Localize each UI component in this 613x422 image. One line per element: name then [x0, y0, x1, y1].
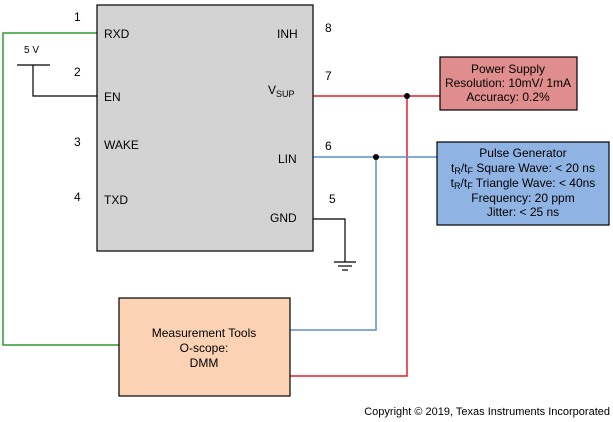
measurement-tools-box: [118, 297, 291, 397]
pin-label-wake: WAKE: [104, 138, 139, 152]
pin-label-en: EN: [104, 90, 121, 104]
pin-number-4: 4: [74, 190, 81, 204]
pin-number-6: 6: [325, 139, 332, 153]
power-supply-accuracy: Accuracy: 0.2%: [466, 90, 550, 104]
pin-label-vsup: VSUP: [268, 83, 295, 99]
pulse-generator-frequency: Frequency: 20 ppm: [471, 191, 574, 205]
red-junction: [404, 93, 410, 99]
pulse-generator-jitter: Jitter: < 25 ns: [487, 205, 559, 219]
power-supply-title: Power Supply: [471, 62, 545, 76]
pin-number-3: 3: [74, 135, 81, 149]
measurement-tools-dmm: DMM: [190, 356, 219, 370]
pin-number-8: 8: [325, 21, 332, 35]
red-wire-tools: [290, 96, 408, 377]
gnd-wire: [313, 218, 346, 262]
pulse-generator-square-wave: tR/tF Square Wave: < 20 ns: [451, 161, 595, 176]
pin-label-txd: TXD: [104, 193, 128, 207]
pin-number-5: 5: [329, 192, 336, 206]
pin-label-rxd: RXD: [104, 27, 130, 41]
power-supply-resolution: Resolution: 10mV/ 1mA: [445, 76, 571, 90]
pin-label-gnd: GND: [270, 211, 297, 225]
pulse-generator-triangle-wave: tR/tF Triangle Wave: < 40ns: [451, 176, 596, 191]
pin-label-inh: INH: [277, 27, 298, 41]
supply-label: 5 V: [24, 45, 39, 56]
chip-body: [96, 4, 314, 252]
blue-junction: [373, 154, 379, 160]
copyright-text: Copyright © 2019, Texas Instruments Inco…: [364, 406, 610, 418]
pulse-generator-box: [436, 141, 610, 226]
measurement-tools-title: Measurement Tools: [152, 326, 257, 340]
power-supply-box: [439, 56, 578, 111]
ground-icon: [334, 261, 356, 271]
pulse-generator-title: Pulse Generator: [479, 146, 566, 160]
blue-wire-tools: [290, 157, 377, 331]
green-wire-rxd: [2, 32, 119, 346]
en-wire: [32, 65, 97, 97]
pin-number-7: 7: [325, 69, 332, 83]
pin-label-lin: LIN: [278, 152, 297, 166]
pin-number-2: 2: [74, 65, 81, 79]
pin-number-1: 1: [74, 10, 81, 24]
measurement-tools-oscope: O-scope:: [180, 341, 229, 355]
